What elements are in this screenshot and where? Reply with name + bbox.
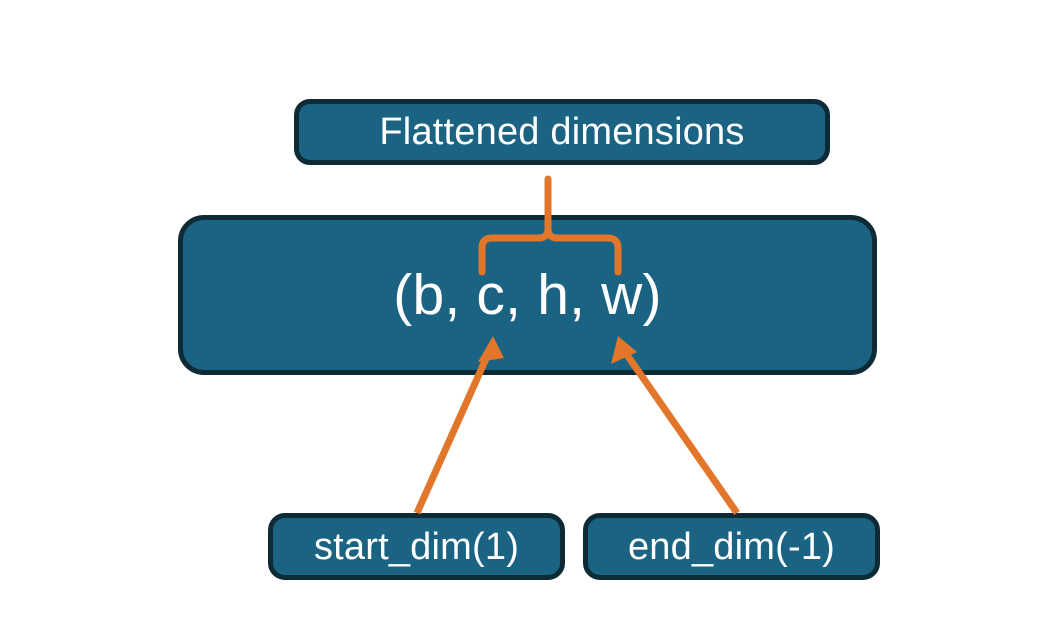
tensor-shape-box[interactable]: (b, c, h, w) [178, 215, 877, 375]
start-dim-label: start_dim(1) [313, 525, 520, 568]
end-dim-label: end_dim(-1) [627, 525, 836, 568]
flattened-dimensions-label: Flattened dimensions [379, 111, 745, 153]
end-dim-box[interactable]: end_dim(-1) [583, 513, 880, 580]
start-dim-arrow-shaft [413, 350, 493, 515]
end-dim-arrow-shaft [622, 350, 740, 515]
flattened-dimensions-box[interactable]: Flattened dimensions [294, 99, 830, 165]
start-dim-box[interactable]: start_dim(1) [268, 513, 565, 580]
tensor-shape-label: (b, c, h, w) [393, 262, 662, 327]
